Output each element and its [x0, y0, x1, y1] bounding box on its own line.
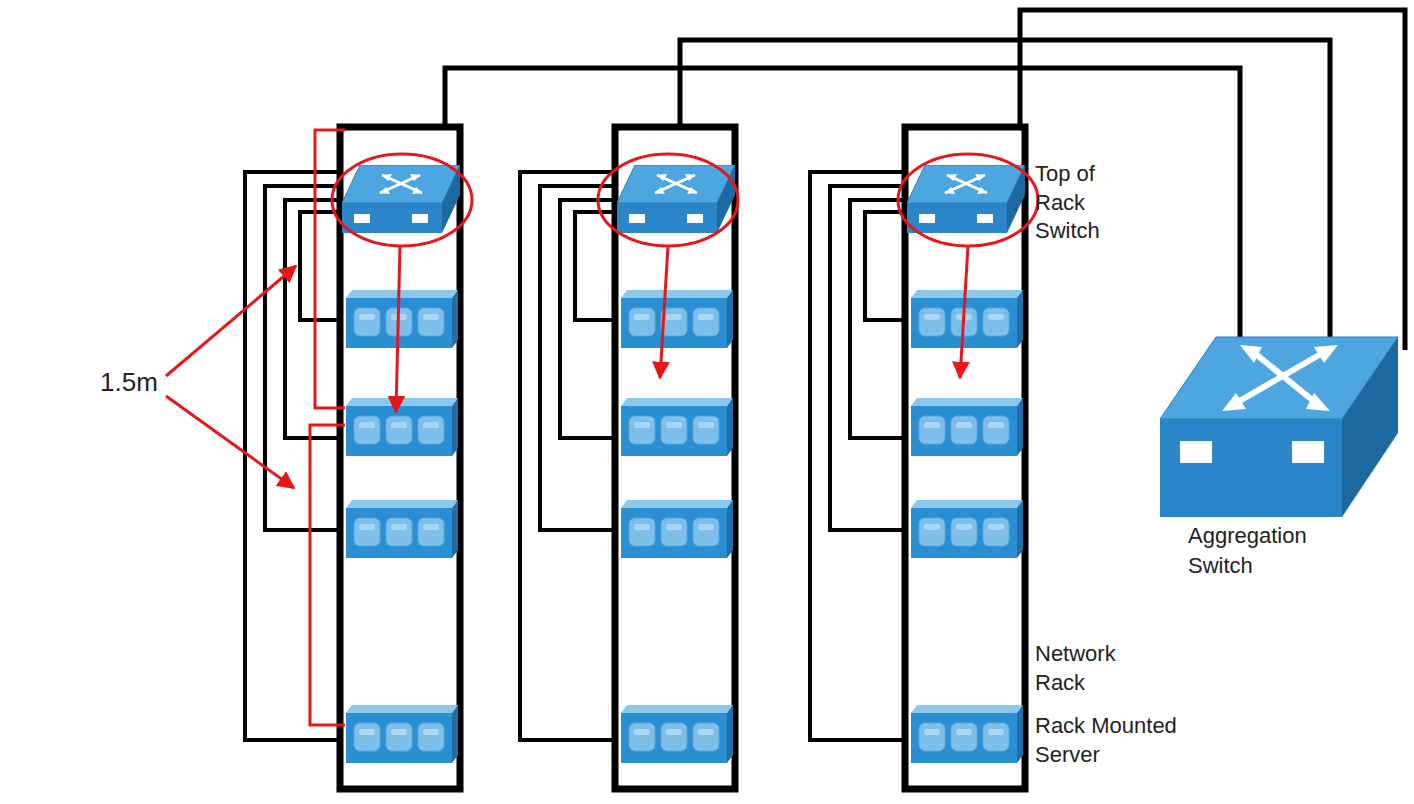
server-cable	[540, 186, 615, 530]
rack-frame	[905, 127, 1025, 789]
top-of-rack-switch	[907, 165, 1025, 233]
switch-icon	[1240, 345, 1262, 363]
switch-icon	[1236, 351, 1326, 403]
rack-mounted-server	[911, 500, 1023, 558]
server-cable	[810, 172, 905, 740]
rack-mounted-server	[911, 290, 1023, 348]
top-of-rack-switch	[342, 165, 460, 233]
label-text: Rack Mounted Server	[1035, 713, 1177, 767]
rack-mounted-server	[621, 705, 733, 763]
rack-frame	[615, 127, 735, 789]
switch-icon	[1222, 345, 1338, 411]
annotation	[166, 396, 294, 488]
label-text: Top of Rack Switch	[1035, 161, 1100, 243]
uplink-wire	[1020, 10, 1405, 350]
rack-mounted-server	[346, 500, 458, 558]
aggregation-switch: Aggregation Switch	[1156, 333, 1404, 584]
dimension-label: 1.5m	[100, 366, 180, 400]
server-cable	[265, 186, 340, 530]
switch-icon	[1236, 351, 1326, 403]
annotation	[310, 425, 345, 725]
part-label: Rack Mounted Server	[1035, 712, 1200, 769]
server-cable	[560, 200, 615, 438]
server-cable	[285, 200, 340, 438]
annotation	[396, 246, 400, 412]
server-cable	[520, 172, 615, 740]
rack-mounted-server	[346, 290, 458, 348]
annotation	[332, 154, 472, 246]
rack-mounted-server	[911, 705, 1023, 763]
rack-mounted-server	[621, 398, 733, 456]
annotation	[598, 154, 738, 246]
switch-icon	[1252, 351, 1316, 403]
annotation	[166, 130, 1038, 725]
top-of-rack-switch	[617, 165, 735, 233]
rack-mounted-server	[911, 398, 1023, 456]
server-cable	[830, 186, 905, 530]
annotation	[960, 246, 968, 378]
server-cable	[300, 212, 340, 320]
node-label: Aggregation Switch	[1156, 521, 1318, 580]
annotation	[660, 246, 668, 378]
annotation	[166, 266, 296, 376]
switch-icon	[1180, 441, 1212, 463]
server-cable	[865, 212, 905, 320]
switch-icon	[1160, 419, 1342, 517]
switch-icon	[1306, 393, 1330, 411]
rack-mounted-server	[621, 290, 733, 348]
annotation	[315, 130, 345, 408]
switch-icon	[1222, 393, 1246, 411]
rack-mounted-server	[621, 500, 733, 558]
network-rack	[615, 127, 735, 789]
network-rack	[340, 127, 1025, 789]
switch-icon	[1292, 441, 1324, 463]
switch-icon	[1156, 333, 1404, 521]
rack-frame	[340, 127, 460, 789]
switch-icon	[1314, 345, 1338, 363]
part-label: Network Rack	[1035, 640, 1145, 697]
annotation	[898, 154, 1038, 246]
part-label: Top of Rack Switch	[1035, 160, 1130, 246]
rack-mounted-server	[346, 398, 458, 456]
server-cable	[850, 200, 905, 438]
uplink-wire	[445, 68, 1240, 390]
switch-icon	[1342, 337, 1398, 517]
network-rack	[340, 127, 460, 789]
label-text: Network Rack	[1035, 641, 1116, 695]
server-cable	[245, 172, 340, 740]
label-text: 1.5m	[100, 367, 158, 397]
rack-mounted-server	[346, 705, 458, 763]
network-rack	[905, 127, 1025, 789]
server-cable	[575, 212, 615, 320]
